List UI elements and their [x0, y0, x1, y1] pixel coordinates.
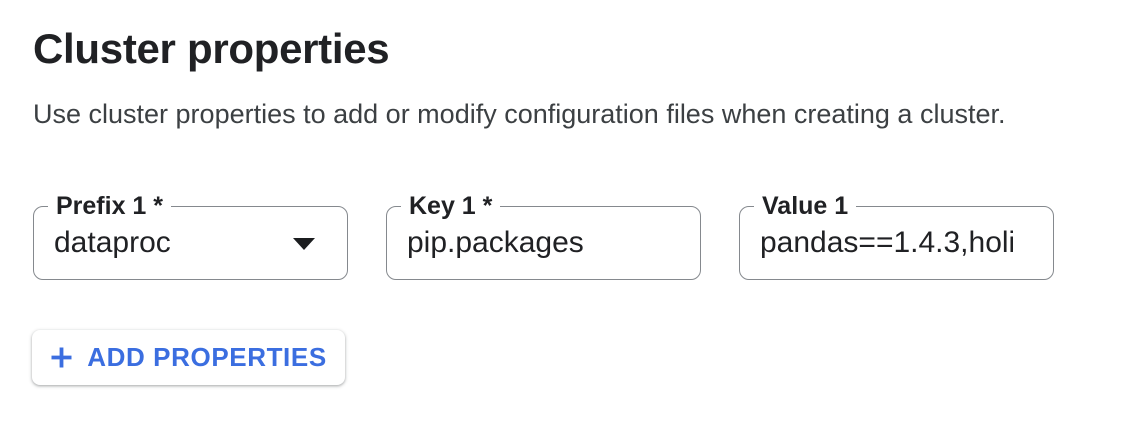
- page-title: Cluster properties: [33, 25, 390, 72]
- section-description: Use cluster properties to add or modify …: [33, 99, 1006, 129]
- prefix-field-label: Prefix 1 *: [48, 192, 172, 220]
- add-properties-button[interactable]: ADD PROPERTIES: [32, 330, 345, 385]
- key-field-label: Key 1 *: [401, 192, 501, 220]
- add-properties-label: ADD PROPERTIES: [87, 342, 327, 372]
- property-fields-row: Prefix 1 * dataproc Key 1 * Value 1: [0, 192, 1122, 280]
- value-text-field: Value 1: [739, 192, 1054, 280]
- cluster-properties-section: Cluster properties Use cluster propertie…: [0, 25, 1122, 385]
- value-input[interactable]: [740, 226, 1053, 260]
- prefix-select-field[interactable]: Prefix 1 * dataproc: [33, 192, 348, 280]
- plus-icon: [51, 347, 72, 368]
- key-text-field: Key 1 *: [386, 192, 701, 280]
- value-field-label: Value 1: [754, 192, 857, 220]
- actions-row: ADD PROPERTIES: [0, 330, 1122, 385]
- prefix-selected-value[interactable]: dataproc: [54, 226, 171, 259]
- key-input[interactable]: [387, 226, 700, 260]
